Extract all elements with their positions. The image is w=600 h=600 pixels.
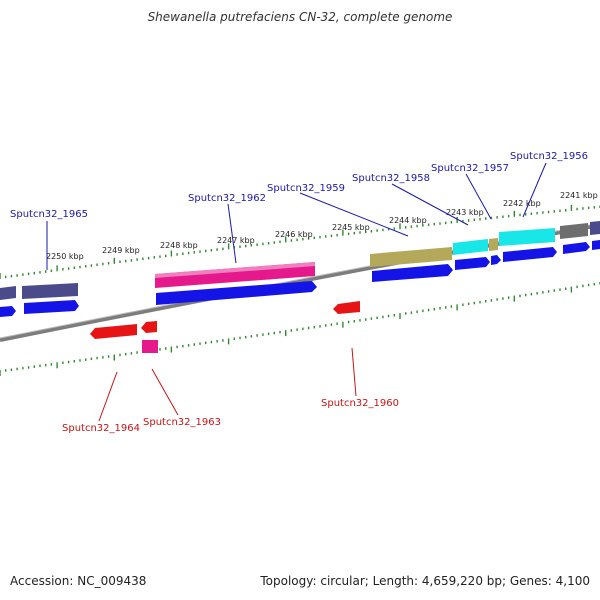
feature-bar-magenta-1963[interactable] (142, 340, 158, 353)
cds-arrow-1964[interactable] (90, 324, 137, 339)
accession-text: Accession: NC_009438 (10, 574, 147, 588)
tick-label: 2247 kbp (217, 236, 255, 245)
feature-bar-cyan-1958[interactable] (453, 239, 488, 255)
gene-label-1962[interactable]: Sputcn32_1962 (188, 193, 266, 204)
tick-label: 2244 kbp (389, 216, 427, 225)
cds-arrow-right-a[interactable] (563, 242, 590, 254)
gene-label-1963[interactable]: Sputcn32_1963 (143, 417, 221, 428)
cds-arrow-1965[interactable] (24, 300, 79, 314)
genome-summary-text: Topology: circular; Length: 4,659,220 bp… (260, 574, 590, 588)
cds-arrow-1963[interactable] (141, 321, 157, 333)
gene-label-1957[interactable]: Sputcn32_1957 (431, 163, 509, 174)
gene-label-1958[interactable]: Sputcn32_1958 (352, 173, 430, 184)
tick-label: 2249 kbp (102, 246, 140, 255)
feature-bar-slate-1965[interactable] (22, 283, 78, 299)
gene-label-1959[interactable]: Sputcn32_1959 (267, 183, 345, 194)
tick-label: 2250 kbp (46, 252, 84, 261)
tick-label: 2241 kbp (560, 191, 598, 200)
feature-bar-slate-left[interactable] (0, 286, 16, 300)
inner-tick-track (0, 282, 600, 376)
cds-arrow-1959[interactable] (372, 264, 453, 282)
cds-track-reverse (90, 301, 360, 353)
feature-bar-grey-right[interactable] (560, 223, 588, 239)
gene-label-1965[interactable]: Sputcn32_1965 (10, 209, 88, 220)
tick-labels: 2250 kbp 2249 kbp 2248 kbp 2247 kbp 2246… (46, 191, 598, 261)
tick-label: 2243 kbp (446, 208, 484, 217)
cds-arrow-left[interactable] (0, 306, 16, 317)
feature-track-upper (0, 221, 600, 300)
outer-tick-track (0, 204, 600, 279)
gene-labels: Sputcn32_1965 Sputcn32_1962 Sputcn32_195… (10, 151, 588, 434)
tick-label: 2242 kbp (503, 199, 541, 208)
map-title: Shewanella putrefaciens CN-32, complete … (147, 10, 453, 24)
tick-label: 2248 kbp (160, 241, 198, 250)
tick-label: 2246 kbp (275, 230, 313, 239)
gene-label-1964[interactable]: Sputcn32_1964 (62, 423, 140, 434)
feature-bar-olive-1959[interactable] (370, 247, 452, 267)
gene-label-1960[interactable]: Sputcn32_1960 (321, 398, 399, 409)
feature-bar-slate-right[interactable] (590, 221, 600, 235)
cds-arrow-1956[interactable] (503, 247, 557, 262)
feature-bar-cyan-1956[interactable] (499, 228, 555, 246)
gene-label-leaders (46, 162, 547, 422)
cds-arrow-1962[interactable] (156, 281, 317, 305)
cds-arrow-right-b[interactable] (592, 240, 600, 250)
feature-bar-olive-small[interactable] (489, 238, 498, 251)
cds-arrow-small[interactable] (491, 255, 501, 265)
cds-track-forward (0, 240, 600, 317)
cds-arrow-1958[interactable] (455, 257, 490, 270)
tick-label: 2245 kbp (332, 223, 370, 232)
gene-label-1956[interactable]: Sputcn32_1956 (510, 151, 588, 162)
cds-arrow-1960[interactable] (333, 301, 360, 314)
